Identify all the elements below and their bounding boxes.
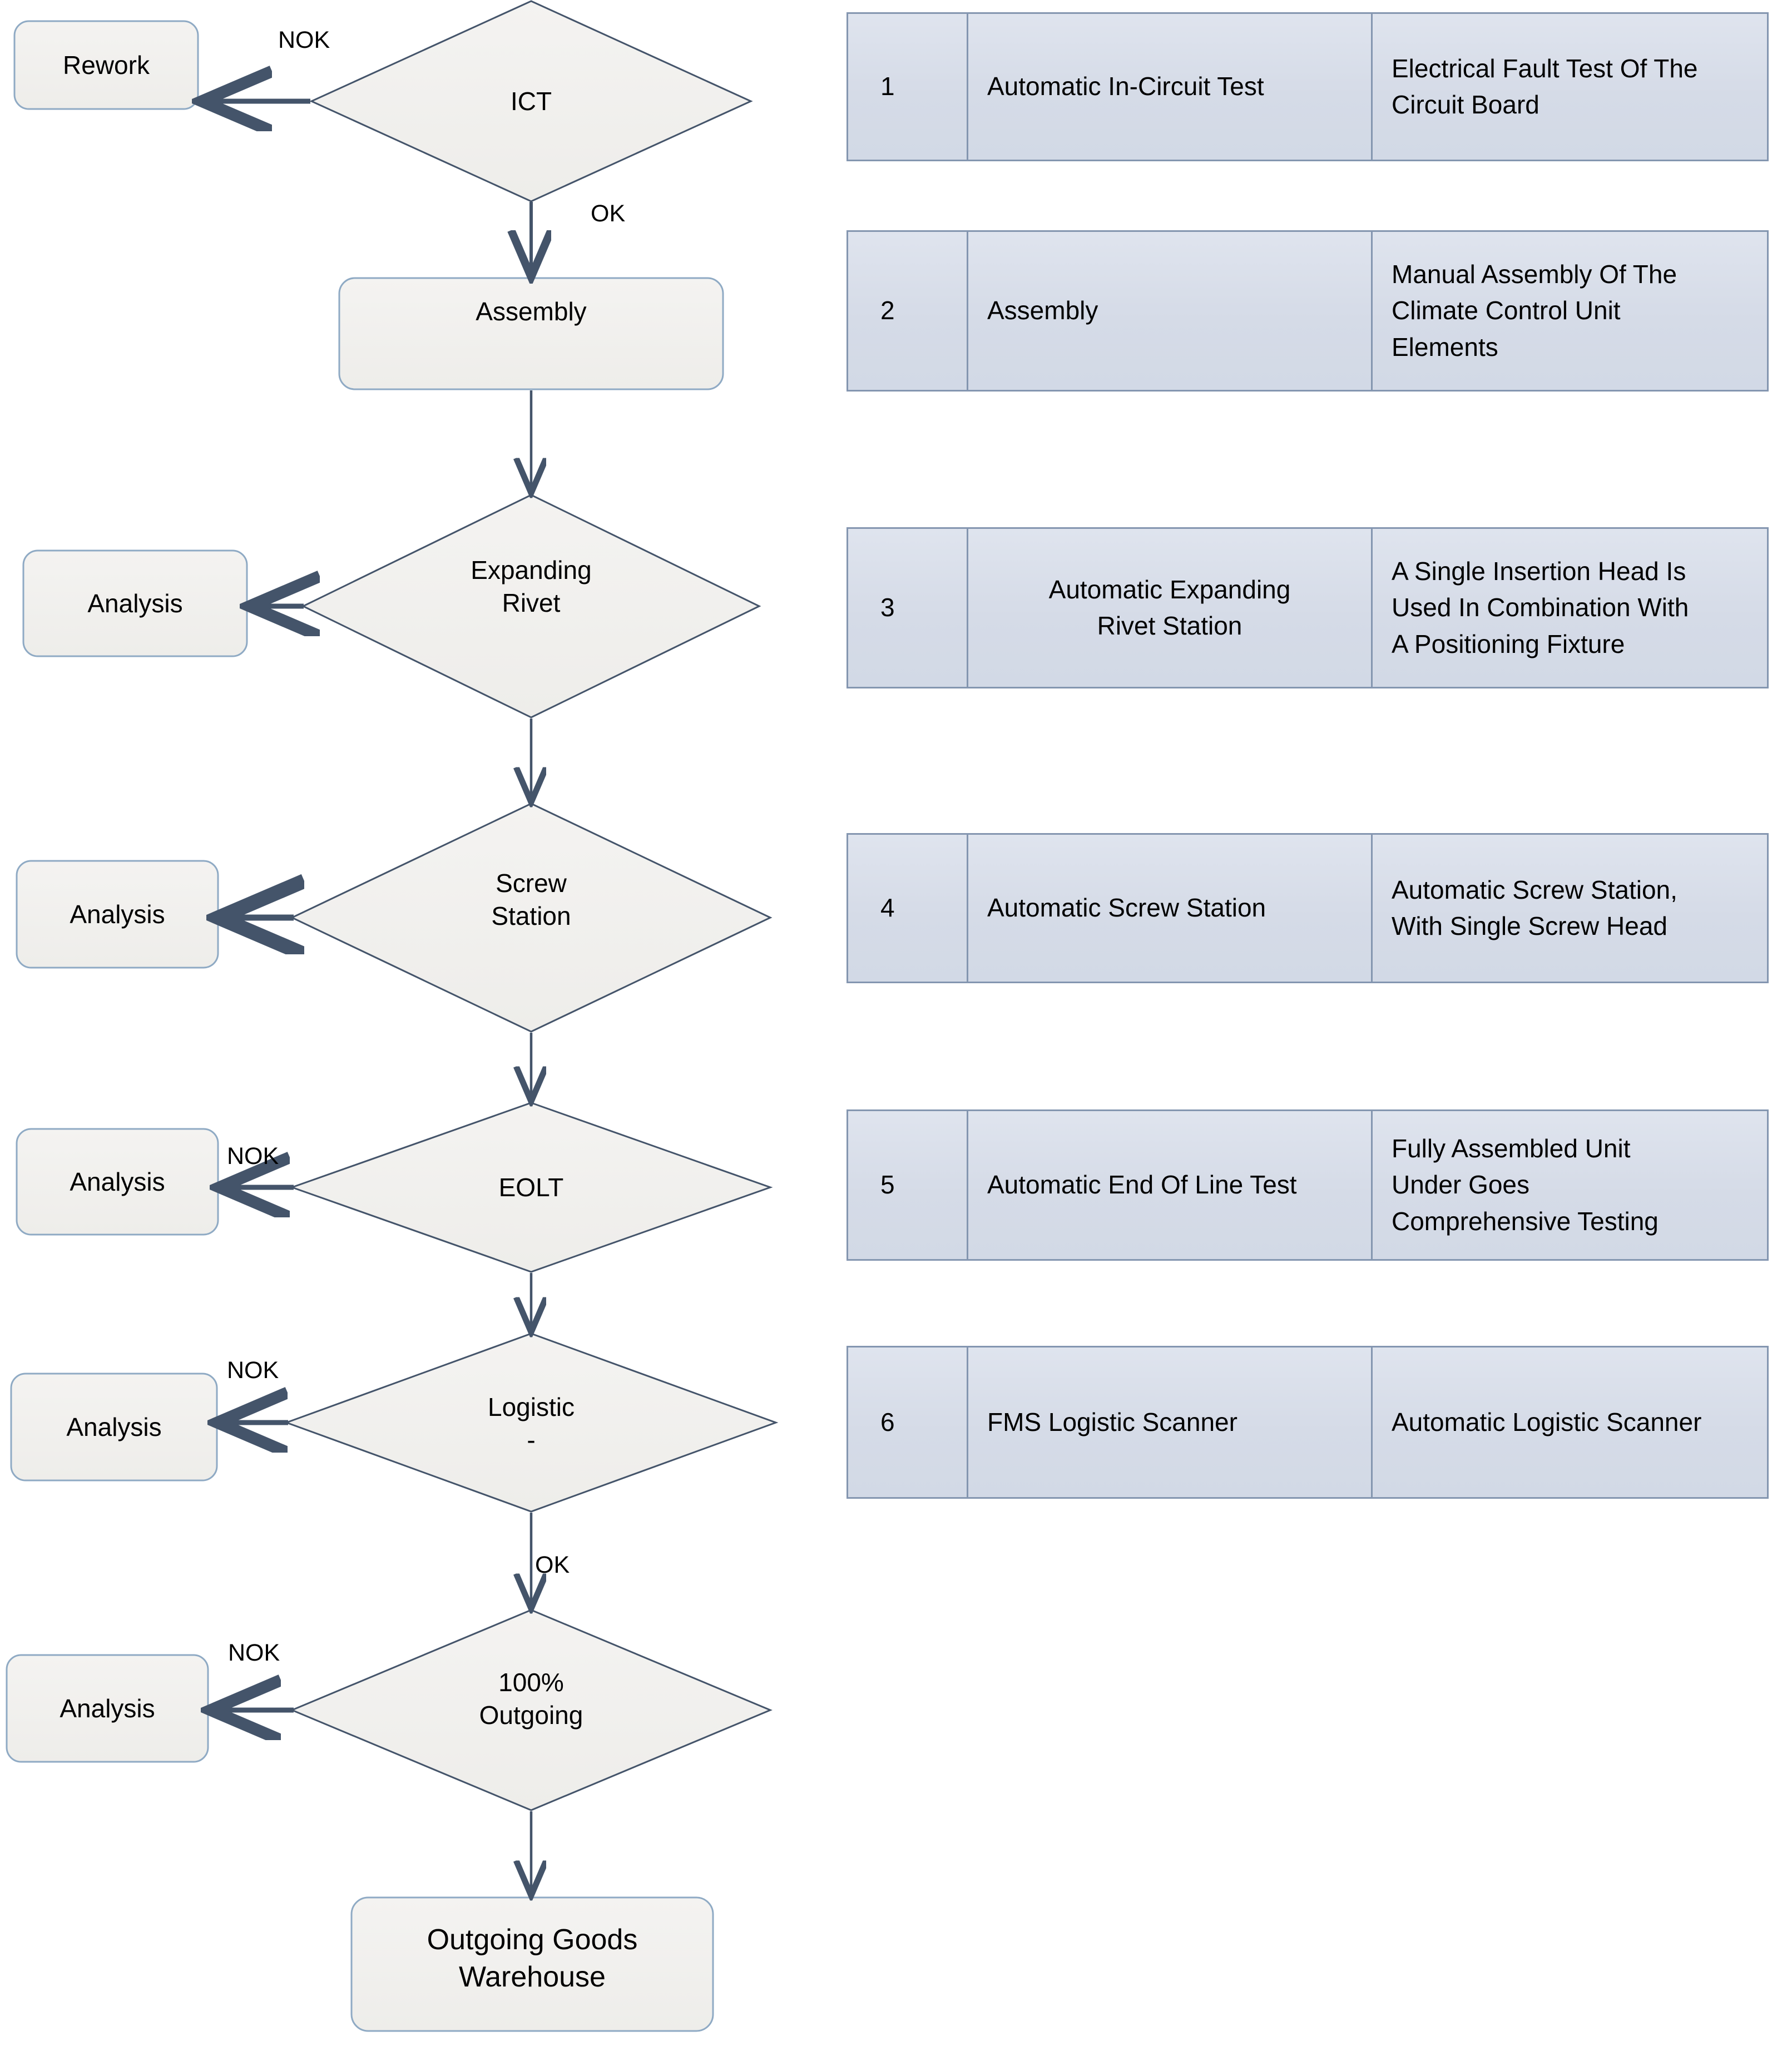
station-description-cell: Automatic Logistic Scanner <box>1371 1346 1769 1499</box>
node-100-outgoing <box>290 1609 773 1811</box>
table-row: 5 Automatic End Of Line Test Fully Assem… <box>847 1109 1769 1261</box>
node-outgoing-goods-warehouse <box>350 1896 714 2032</box>
row-number-cell: 3 <box>847 527 967 688</box>
node-eolt <box>289 1102 773 1273</box>
station-description-cell: Fully Assembled Unit Under Goes Comprehe… <box>1371 1109 1769 1261</box>
process-flowchart: Rework ICT Assembly Analysis Expanding R… <box>0 0 834 2061</box>
table-row: 1 Automatic In-Circuit Test Electrical F… <box>847 12 1769 161</box>
table-row: 2 Assembly Manual Assembly Of The Climat… <box>847 230 1769 392</box>
station-name-cell: Automatic Screw Station <box>967 833 1371 983</box>
node-ict <box>309 0 753 202</box>
node-analysis-4 <box>10 1373 218 1482</box>
edge-label-ict-ok: OK <box>591 200 626 227</box>
node-rework <box>13 20 199 110</box>
row-number-cell: 6 <box>847 1346 967 1499</box>
edge-label-outgoing-nok: NOK <box>228 1639 280 1666</box>
table-row: 3 Automatic Expanding Rivet Station A Si… <box>847 527 1769 688</box>
node-expanding-rivet <box>301 494 761 719</box>
station-description-cell: Manual Assembly Of The Climate Control U… <box>1371 230 1769 392</box>
node-analysis-1 <box>22 549 248 657</box>
row-number-cell: 1 <box>847 12 967 161</box>
process-steps-table: 1 Automatic In-Circuit Test Electrical F… <box>847 0 1792 1535</box>
node-assembly <box>338 277 724 390</box>
station-name-cell: FMS Logistic Scanner <box>967 1346 1371 1499</box>
station-description-cell: A Single Insertion Head Is Used In Combi… <box>1371 527 1769 688</box>
station-name-cell: Assembly <box>967 230 1371 392</box>
station-name-cell: Automatic In-Circuit Test <box>967 12 1371 161</box>
node-analysis-5 <box>6 1654 209 1763</box>
node-analysis-3 <box>16 1128 219 1236</box>
edge-label-logistic-nok: NOK <box>227 1357 279 1384</box>
table-row: 6 FMS Logistic Scanner Automatic Logisti… <box>847 1346 1769 1499</box>
edge-label-ict-nok: NOK <box>278 27 330 53</box>
node-screw-station <box>290 802 773 1033</box>
edge-label-eolt-nok: NOK <box>227 1143 279 1170</box>
row-number-cell: 4 <box>847 833 967 983</box>
station-name-cell: Automatic Expanding Rivet Station <box>967 527 1371 688</box>
node-logistic <box>284 1332 779 1513</box>
row-number-cell: 5 <box>847 1109 967 1261</box>
node-analysis-2 <box>16 860 219 969</box>
station-description-cell: Electrical Fault Test Of The Circuit Boa… <box>1371 12 1769 161</box>
flowchart-canvas <box>6 0 779 2032</box>
edge-label-logistic-ok: OK <box>535 1552 570 1578</box>
station-description-cell: Automatic Screw Station, With Single Scr… <box>1371 833 1769 983</box>
row-number-cell: 2 <box>847 230 967 392</box>
station-name-cell: Automatic End Of Line Test <box>967 1109 1371 1261</box>
table-row: 4 Automatic Screw Station Automatic Scre… <box>847 833 1769 983</box>
